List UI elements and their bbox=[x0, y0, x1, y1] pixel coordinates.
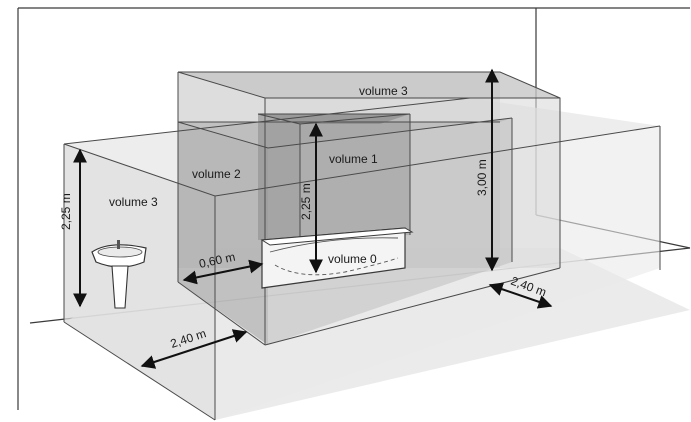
washbasin-icon bbox=[91, 240, 147, 309]
arrow-front-distance bbox=[140, 329, 248, 369]
label-volume-3-left: volume 3 bbox=[109, 195, 158, 209]
arrow-right-distance bbox=[488, 282, 553, 309]
label-volume-3-top: volume 3 bbox=[359, 84, 408, 98]
label-volume-2: volume 2 bbox=[192, 167, 241, 181]
arrow-bath-clearance bbox=[182, 259, 264, 285]
label-total-height: 3,00 m bbox=[475, 159, 489, 196]
label-wall-height: 2,25 m bbox=[59, 193, 73, 230]
dimension-arrows bbox=[73, 68, 553, 369]
label-shower-height: 2,25 m bbox=[299, 183, 313, 220]
label-volume-0: volume 0 bbox=[328, 252, 377, 266]
label-volume-1: volume 1 bbox=[329, 152, 378, 166]
